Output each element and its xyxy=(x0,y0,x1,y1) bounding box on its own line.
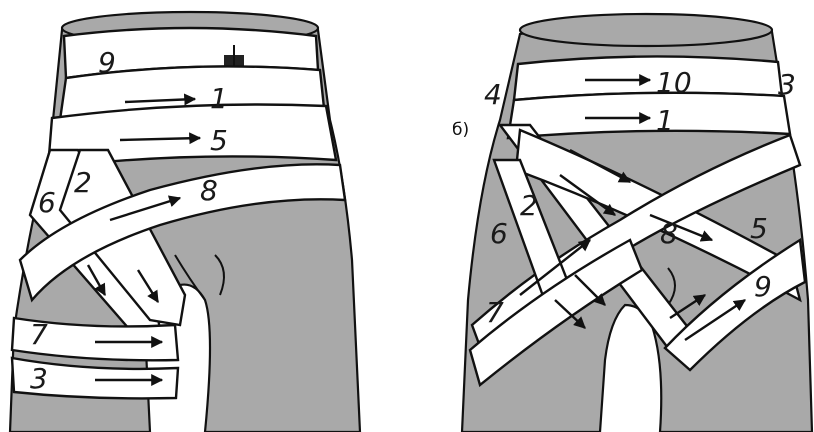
left-label-7: 7 xyxy=(30,318,48,351)
left-figure: 9 1 5 8 6 2 7 3 xyxy=(10,12,360,432)
left-label-2: 2 xyxy=(74,166,92,199)
right-label-6: 6 xyxy=(490,217,508,250)
left-label-1: 1 xyxy=(210,82,228,115)
right-label-9: 9 xyxy=(754,270,772,303)
right-band-1 xyxy=(508,93,790,138)
left-label-3: 3 xyxy=(30,362,48,395)
right-label-1: 1 xyxy=(656,104,674,137)
left-label-8: 8 xyxy=(200,174,218,207)
right-caption: б) xyxy=(452,120,469,140)
right-label-5: 5 xyxy=(750,212,768,245)
right-label-2: 2 xyxy=(520,189,538,222)
right-figure: б) 4 10 3 1 2 8 5 6 9 7 xyxy=(452,14,812,432)
right-label-4: 4 xyxy=(484,78,502,111)
right-label-10: 10 xyxy=(656,66,692,99)
left-label-9: 9 xyxy=(98,46,116,79)
left-label-5: 5 xyxy=(210,124,228,157)
right-label-3: 3 xyxy=(778,68,796,101)
right-label-8: 8 xyxy=(660,217,678,250)
left-label-6: 6 xyxy=(38,186,56,219)
right-label-7: 7 xyxy=(486,296,504,329)
right-waist-top xyxy=(520,14,772,46)
